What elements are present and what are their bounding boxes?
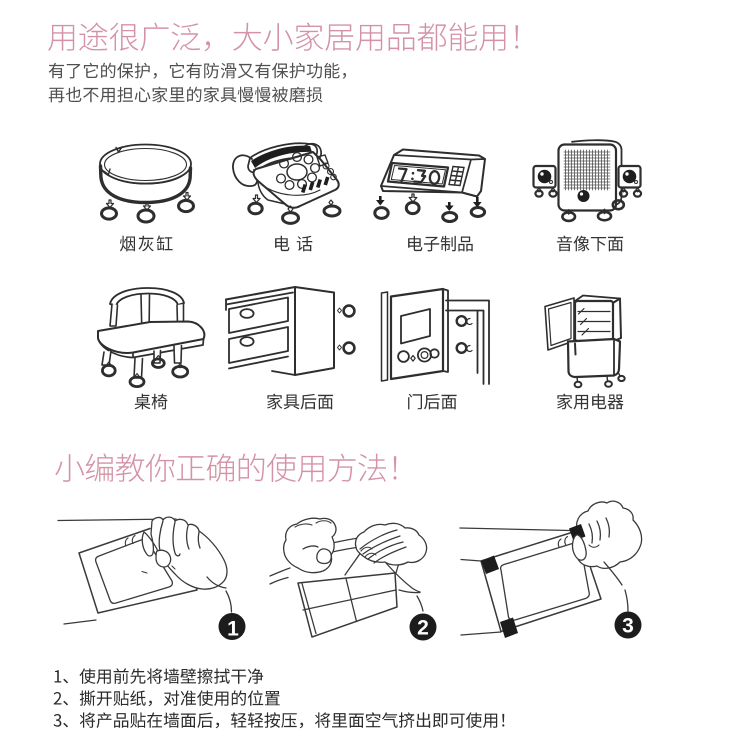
svg-text:3: 3	[622, 615, 634, 638]
svg-text:1: 1	[227, 618, 239, 641]
svg-text:2: 2	[417, 617, 429, 640]
